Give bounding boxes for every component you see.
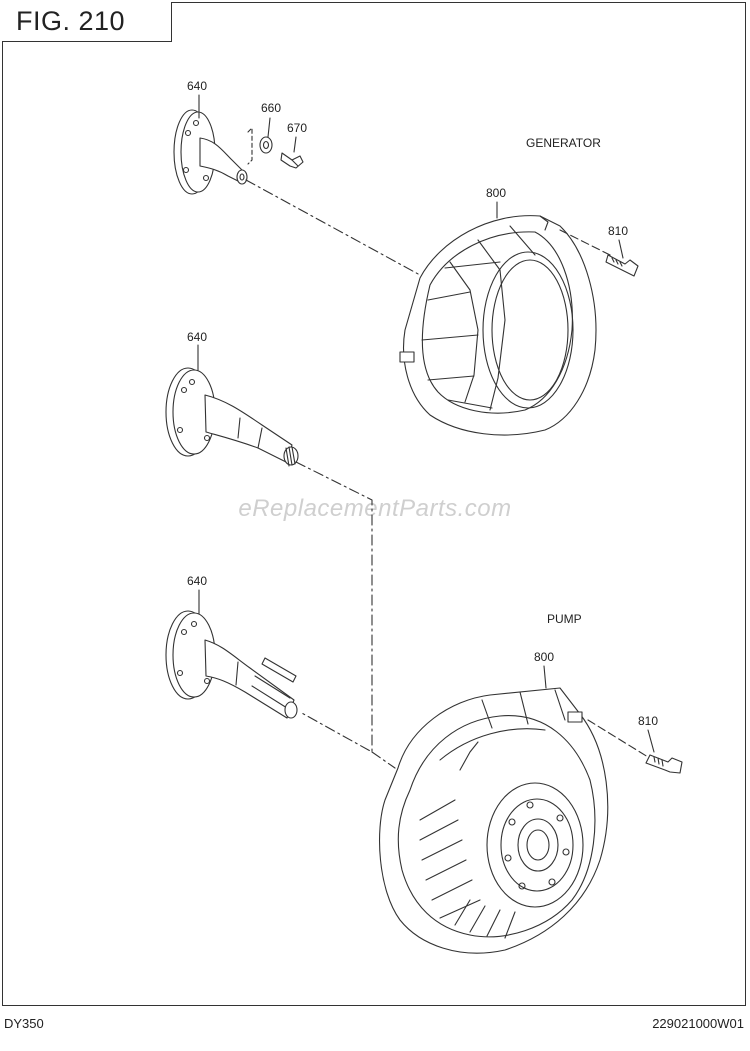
leader-washer: [247, 127, 253, 165]
shaft-bottom-part[interactable]: [165, 610, 298, 719]
leader-810-gen: [618, 239, 624, 259]
footer-code: 229021000W01: [652, 1016, 744, 1031]
section-generator: GENERATOR: [526, 136, 601, 150]
small-bolt-part[interactable]: [280, 152, 304, 169]
callout-640-middle: 640: [187, 330, 207, 344]
pump-housing-part[interactable]: [379, 687, 609, 954]
callout-640-bottom: 640: [187, 574, 207, 588]
washer-part[interactable]: [259, 136, 273, 154]
callout-810-pump: 810: [638, 714, 658, 728]
assembly-line-top: [245, 179, 421, 276]
callout-660: 660: [261, 101, 281, 115]
callout-800-pump: 800: [534, 650, 554, 664]
drawing-frame: [2, 2, 746, 1006]
leader-800-pump: [543, 665, 547, 689]
assembly-line-gen-bolt: [559, 229, 613, 257]
footer-model: DY350: [4, 1016, 44, 1031]
pump-bolt-part[interactable]: [645, 754, 683, 774]
leader-660: [267, 117, 271, 138]
callout-670: 670: [287, 121, 307, 135]
watermark: eReplacementParts.com: [238, 495, 512, 522]
shaft-top-part[interactable]: [173, 109, 248, 195]
figure-title-box: FIG. 210: [2, 2, 172, 42]
leader-670: [293, 136, 297, 153]
shaft-middle-part[interactable]: [165, 367, 299, 467]
figure-title: FIG. 210: [16, 6, 126, 36]
key-part[interactable]: [261, 657, 297, 683]
section-pump: PUMP: [547, 612, 582, 626]
callout-640-top: 640: [187, 79, 207, 93]
callout-810-generator: 810: [608, 224, 628, 238]
generator-housing-part[interactable]: [399, 215, 597, 436]
assembly-line-pump-bolt: [587, 719, 649, 758]
generator-bolt-part[interactable]: [605, 254, 639, 277]
callout-800-generator: 800: [486, 186, 506, 200]
leader-810-pump: [647, 729, 655, 753]
assembly-line-pump: [371, 751, 396, 769]
assembly-line-middle: [295, 461, 373, 753]
